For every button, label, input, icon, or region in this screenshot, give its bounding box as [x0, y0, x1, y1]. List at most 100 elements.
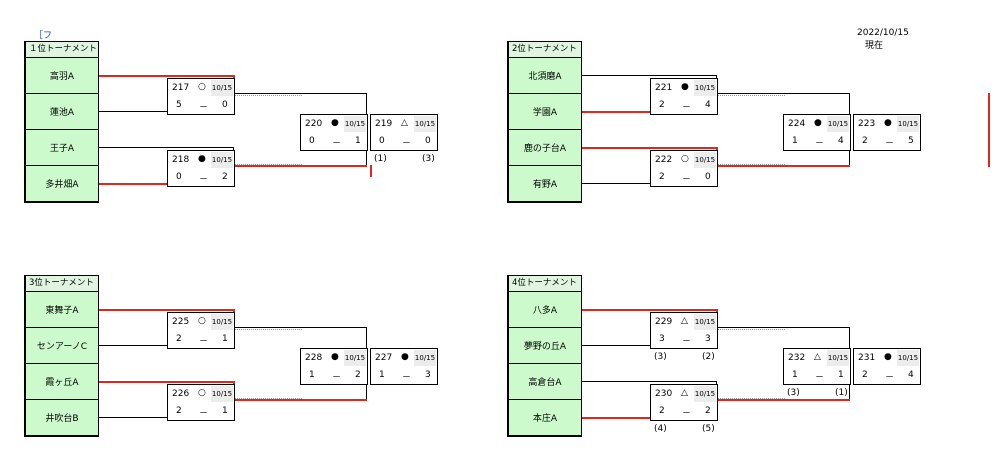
bracket-line	[582, 381, 717, 382]
score-right: 4	[908, 370, 914, 380]
score-dash: －	[885, 373, 895, 383]
team-cell: 夢野の丘A	[509, 328, 581, 364]
bracket-title: 3位トーナメント	[26, 276, 98, 292]
match-number: 228	[305, 353, 323, 363]
score-dash: －	[682, 409, 692, 419]
score-right: 1	[355, 136, 361, 146]
score-right: 3	[705, 334, 711, 344]
bracket-line	[716, 165, 850, 167]
match-number: 217	[172, 83, 190, 93]
team-cell: 学園A	[509, 94, 581, 130]
score-right: 2	[222, 172, 228, 182]
score-right: 0	[705, 172, 711, 182]
bracket-line	[718, 95, 785, 96]
team-cell: 北須磨A	[509, 58, 581, 94]
score-left: 3	[659, 334, 665, 344]
score-right: 4	[838, 136, 844, 146]
match-number: 219	[375, 119, 393, 129]
result-mark: ●	[814, 118, 822, 128]
bracket-line	[582, 75, 717, 76]
score-left: 5	[176, 100, 182, 110]
bracket-line	[718, 398, 785, 399]
as-of-date: 2022/10/15現在	[857, 28, 909, 51]
bracket-line	[235, 398, 302, 399]
match-date: 10/15	[211, 152, 233, 168]
result-mark: △	[814, 352, 821, 362]
match-date: 10/15	[897, 116, 919, 132]
score-dash: －	[682, 337, 692, 347]
score-left: 0	[176, 172, 182, 182]
pk-right: (3)	[422, 154, 435, 164]
team-cell: 高羽A	[26, 58, 98, 94]
team-cell: 多井畑A	[26, 166, 98, 201]
bracket-line	[233, 93, 367, 94]
bracket-line	[233, 165, 367, 167]
score-left: 0	[379, 136, 385, 146]
score-right: 1	[222, 334, 228, 344]
bracket-line	[582, 111, 717, 113]
team-cell: 本庄A	[509, 400, 581, 435]
result-mark: △	[681, 388, 688, 398]
score-dash: －	[402, 373, 412, 383]
pk-right: (5)	[702, 424, 715, 434]
match-number: 220	[305, 119, 323, 129]
date-suffix: 現在	[865, 41, 884, 51]
bracket-line	[235, 164, 302, 165]
result-mark: ●	[884, 352, 892, 362]
score-left: 0	[309, 136, 315, 146]
result-mark: ○	[198, 388, 206, 398]
score-left: 1	[379, 370, 385, 380]
pk-left: (4)	[654, 424, 667, 434]
match-date: 10/15	[827, 350, 849, 366]
bracket-line	[233, 399, 367, 401]
team-cell: センアーノC	[26, 328, 98, 364]
bracket-line	[988, 93, 990, 167]
match-date: 10/15	[694, 314, 716, 330]
score-dash: －	[815, 373, 825, 383]
team-cell: 有野A	[509, 166, 581, 201]
result-mark: △	[401, 118, 408, 128]
bracket-line	[99, 417, 234, 418]
score-dash: －	[885, 139, 895, 149]
score-dash: －	[815, 139, 825, 149]
match-number: 227	[375, 353, 393, 363]
bracket-line	[235, 95, 302, 96]
result-mark: ○	[681, 154, 689, 164]
score-left: 1	[792, 136, 798, 146]
bracket-line	[235, 329, 302, 330]
score-left: 2	[862, 370, 868, 380]
pk-left: (3)	[787, 388, 800, 398]
score-dash: －	[682, 103, 692, 113]
bracket-line	[716, 327, 850, 328]
match-date: 10/15	[694, 386, 716, 402]
score-right: 2	[355, 370, 361, 380]
score-left: 2	[659, 406, 665, 416]
match-date: 10/15	[344, 350, 366, 366]
match-number: 223	[858, 119, 876, 129]
match-number: 218	[172, 155, 190, 165]
bracket-line	[716, 399, 850, 401]
score-right: 4	[705, 100, 711, 110]
bracket-line	[99, 345, 234, 346]
score-left: 1	[792, 370, 798, 380]
score-dash: －	[199, 103, 209, 113]
result-mark: ●	[331, 118, 339, 128]
match-number: 231	[858, 353, 876, 363]
result-mark: ●	[681, 82, 689, 92]
team-cell: 八多A	[509, 292, 581, 328]
bracket-line	[716, 93, 850, 94]
bracket-line	[582, 417, 717, 419]
